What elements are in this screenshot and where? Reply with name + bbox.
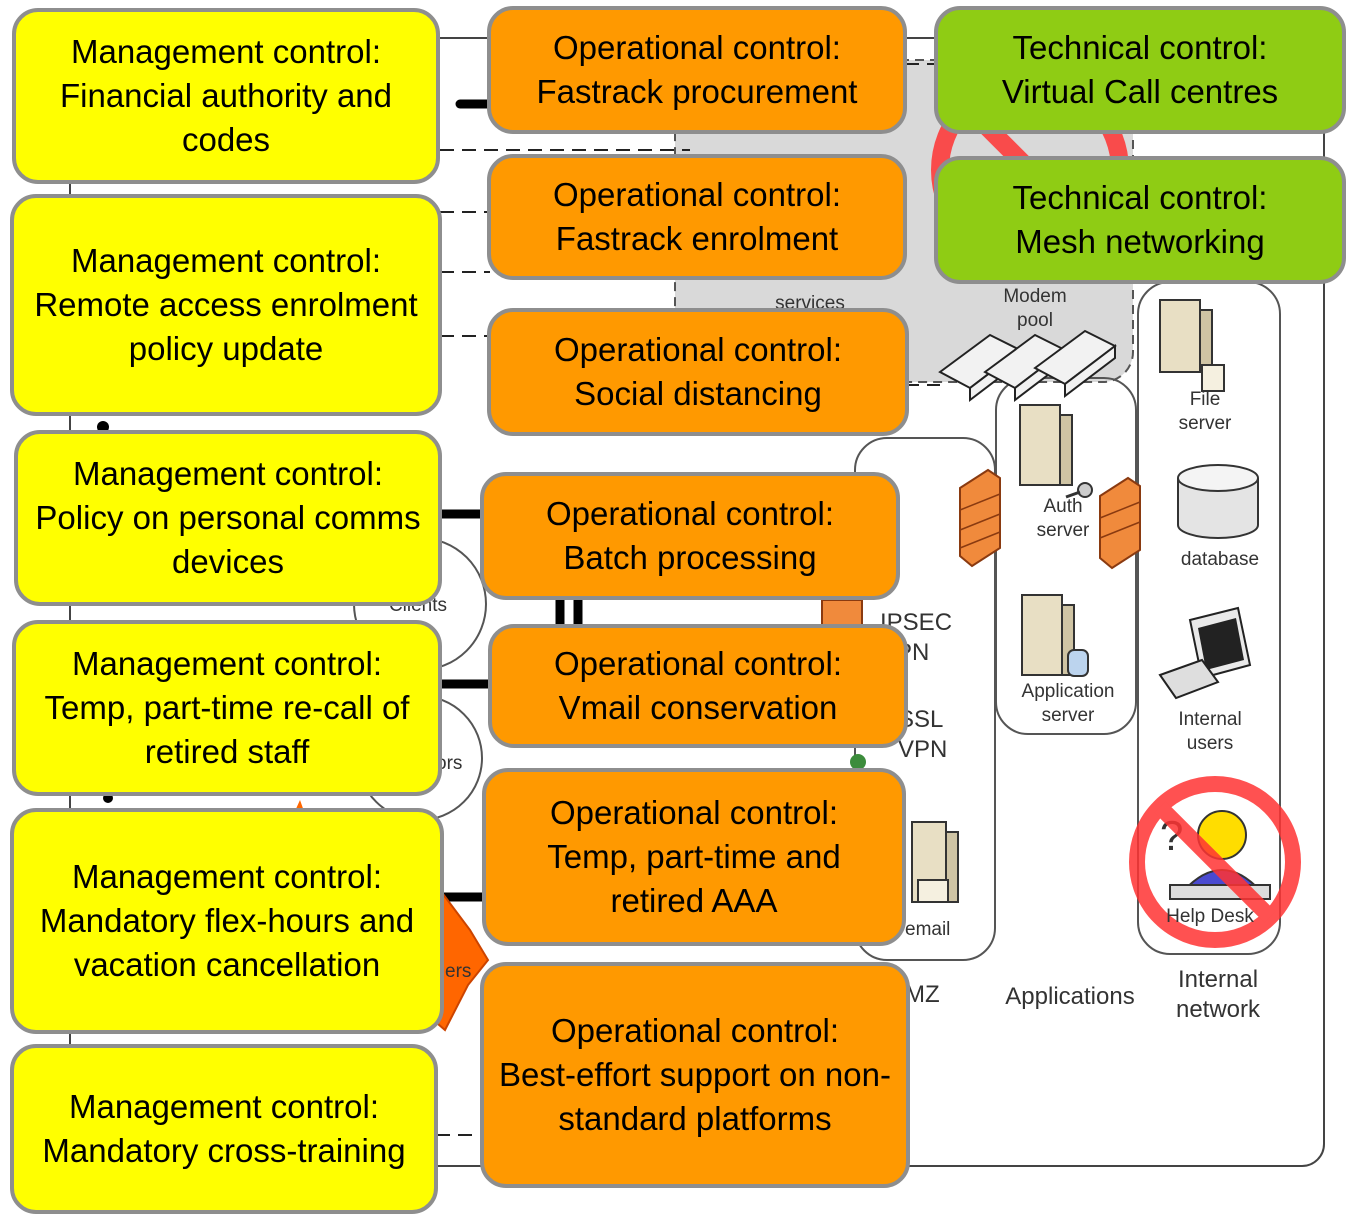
management-control-cross-training: Management control: Mandatory cross-train… bbox=[10, 1044, 438, 1214]
control-heading: Management control: bbox=[68, 1087, 379, 1125]
internal-users-icon bbox=[1158, 606, 1252, 700]
database-label: database bbox=[1180, 549, 1260, 570]
control-heading: Operational control: bbox=[550, 793, 838, 831]
control-text: Mesh networking bbox=[1015, 223, 1265, 260]
technical-control-mesh-networking: Technical control: Mesh networking bbox=[934, 156, 1346, 284]
control-heading: Operational control: bbox=[554, 330, 842, 368]
control-heading: Operational control: bbox=[552, 28, 841, 66]
auth-server-label: Auth server bbox=[1036, 496, 1090, 541]
database-icon bbox=[1177, 464, 1259, 539]
management-control-remote-access: Management control: Remote access enrolme… bbox=[10, 194, 442, 416]
email-server-icon bbox=[911, 821, 959, 903]
help-desk-prohibited-icon bbox=[1129, 776, 1301, 948]
control-text: Remote access enrolment policy update bbox=[34, 285, 418, 368]
control-heading: Operational control: bbox=[551, 1011, 839, 1049]
control-text: Fastrack enrolment bbox=[555, 220, 839, 257]
control-heading: Management control: bbox=[71, 644, 382, 682]
control-text: Mandatory cross-training bbox=[42, 1132, 406, 1169]
help-desk-label: Help Desk bbox=[1166, 906, 1254, 927]
control-heading: Operational control: bbox=[546, 494, 834, 532]
management-control-retired-staff: Management control: Temp, part-time re-ca… bbox=[12, 620, 442, 796]
operational-control-temp-aaa: Operational control: Temp, part-time and … bbox=[482, 768, 906, 946]
management-control-flex-hours: Management control: Mandatory flex-hours … bbox=[10, 808, 444, 1034]
partners-label: ors bbox=[436, 753, 463, 774]
email-label: email bbox=[905, 919, 951, 940]
ssl-vpn-label: SSL VPN bbox=[898, 706, 948, 763]
control-heading: Operational control: bbox=[553, 175, 841, 213]
control-heading: Management control: bbox=[72, 454, 383, 492]
operational-control-vmail-conservation: Operational control: Vmail conservation bbox=[488, 624, 908, 748]
file-server-icon bbox=[1159, 299, 1225, 392]
internal-network-label: Internal network bbox=[1175, 966, 1261, 1023]
control-text: Batch processing bbox=[563, 539, 817, 576]
control-heading: Management control: bbox=[70, 241, 381, 279]
control-text: Policy on personal comms devices bbox=[35, 498, 421, 581]
control-text: Financial authority and codes bbox=[59, 76, 393, 159]
technical-control-virtual-call-centres: Technical control: Virtual Call centres bbox=[934, 6, 1346, 134]
control-text: Best-effort support on non-standard plat… bbox=[499, 1055, 891, 1138]
control-text: Fastrack procurement bbox=[536, 73, 858, 110]
control-heading: Operational control: bbox=[554, 644, 842, 682]
operational-control-best-effort-support: Operational control: Best-effort support … bbox=[480, 962, 910, 1188]
file-server-label: File server bbox=[1178, 389, 1232, 434]
modem-pool-devices bbox=[938, 329, 1117, 403]
control-text: Social distancing bbox=[574, 375, 822, 412]
internal-users-label: Internal users bbox=[1178, 709, 1242, 754]
control-text: Vmail conservation bbox=[558, 689, 838, 726]
operational-control-batch-processing: Operational control: Batch processing bbox=[480, 472, 900, 600]
application-server-icon bbox=[1021, 594, 1089, 677]
operational-control-fastrack-enrolment: Operational control: Fastrack enrolment bbox=[487, 154, 907, 280]
firewall-icon bbox=[1099, 476, 1141, 570]
management-control-personal-devices: Management control: Policy on personal co… bbox=[14, 430, 442, 606]
control-heading: Technical control: bbox=[1012, 28, 1268, 66]
control-heading: Management control: bbox=[70, 32, 381, 70]
control-heading: Management control: bbox=[71, 857, 382, 895]
management-control-financial-authority: Management control: Financial authority a… bbox=[12, 8, 440, 184]
control-text: Virtual Call centres bbox=[1001, 73, 1279, 110]
applications-label: Applications bbox=[1005, 983, 1135, 1010]
control-heading: Technical control: bbox=[1012, 178, 1268, 216]
globe-icon bbox=[850, 754, 866, 770]
operational-control-social-distancing: Operational control: Social distancing bbox=[487, 308, 909, 436]
application-server-label: Application server bbox=[1021, 681, 1115, 726]
modem-pool-label: Modem pool bbox=[1003, 286, 1067, 331]
dmz-label: MZ bbox=[905, 981, 940, 1008]
control-text: Mandatory flex-hours and vacation cancel… bbox=[39, 901, 415, 984]
auth-server-icon bbox=[1019, 404, 1093, 499]
control-text: Temp, part-time re-call of retired staff bbox=[44, 688, 410, 771]
control-text: Temp, part-time and retired AAA bbox=[547, 837, 841, 920]
firewall-icon bbox=[959, 468, 1001, 568]
teleworkers-label: ers bbox=[445, 961, 472, 982]
operational-control-fastrack-procurement: Operational control: Fastrack procurement bbox=[487, 6, 907, 134]
